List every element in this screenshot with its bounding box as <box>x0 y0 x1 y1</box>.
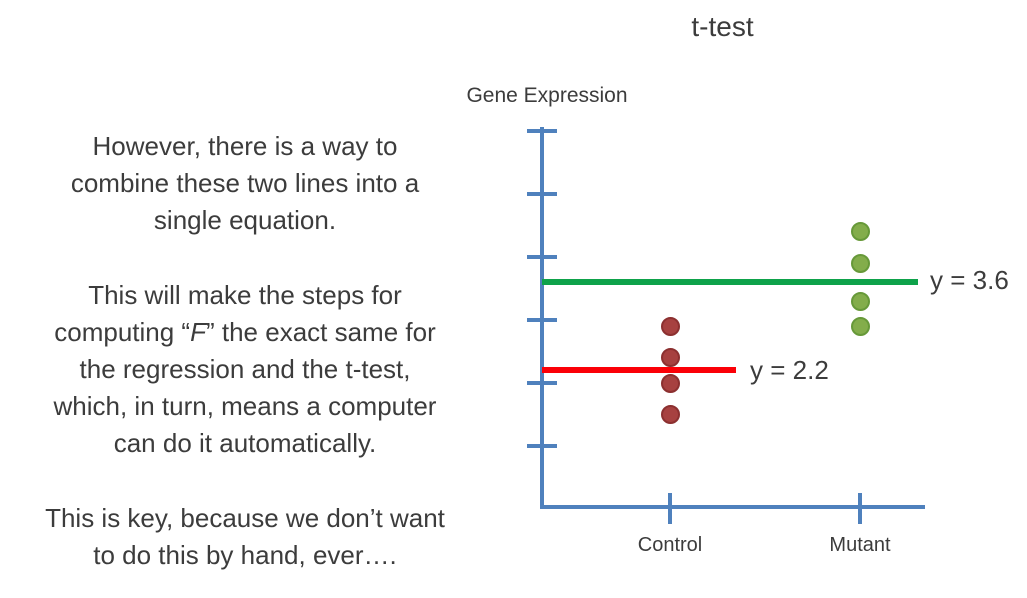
y-axis-tick <box>527 444 557 448</box>
mutant-data-point <box>850 316 870 336</box>
mutant-data-point <box>850 291 870 311</box>
text-line: can do it automatically. <box>113 428 377 458</box>
control-data-point <box>660 373 680 393</box>
narration-text: However, there is a way to combine these… <box>10 128 480 598</box>
text-line: However, there is a way to <box>92 131 398 161</box>
text-segment: computing “ <box>54 317 191 347</box>
paragraph-3: This is key, because we don’t want to do… <box>10 500 480 574</box>
control-data-point <box>660 405 680 424</box>
text-line: combine these two lines into a <box>70 168 420 198</box>
paragraph-2: This will make the steps for computing “… <box>10 277 480 462</box>
y-axis-tick <box>527 381 557 385</box>
text-line: to do this by hand, ever…. <box>93 540 397 570</box>
y-axis-label: Gene Expression <box>466 84 628 107</box>
x-tick-label-control: Control <box>637 534 703 556</box>
text-line: This is key, because we don’t want <box>45 503 445 533</box>
mutant-data-point <box>850 253 870 273</box>
text-line: computing “F” the exact same for <box>10 314 480 351</box>
x-tick-label-mutant: Mutant <box>829 534 891 556</box>
text-line: single equation. <box>153 205 337 235</box>
x-axis-line <box>540 505 925 509</box>
mutant-mean-line <box>542 279 918 286</box>
mutant-mean-label: y = 3.6 <box>930 265 1009 295</box>
text-line: This will make the steps for <box>88 280 402 310</box>
y-axis-tick <box>527 318 557 322</box>
mutant-data-point <box>850 222 870 242</box>
y-axis-tick <box>527 255 557 259</box>
control-data-point <box>660 316 680 336</box>
y-axis-tick <box>527 129 557 133</box>
paragraph-1: However, there is a way to combine these… <box>10 128 480 239</box>
control-mean-label: y = 2.2 <box>750 355 829 385</box>
text-segment: ” the exact same for <box>205 317 436 347</box>
text-line: which, in turn, means a computer <box>53 391 437 421</box>
x-axis-tick <box>858 493 862 524</box>
control-mean-line <box>542 367 736 374</box>
y-axis-tick <box>527 192 557 196</box>
text-line: the regression and the t-test, <box>79 354 411 384</box>
chart-title: t-test <box>691 11 754 42</box>
control-data-point <box>660 348 680 368</box>
x-axis-tick <box>668 493 672 524</box>
italic-f: F <box>190 317 206 347</box>
